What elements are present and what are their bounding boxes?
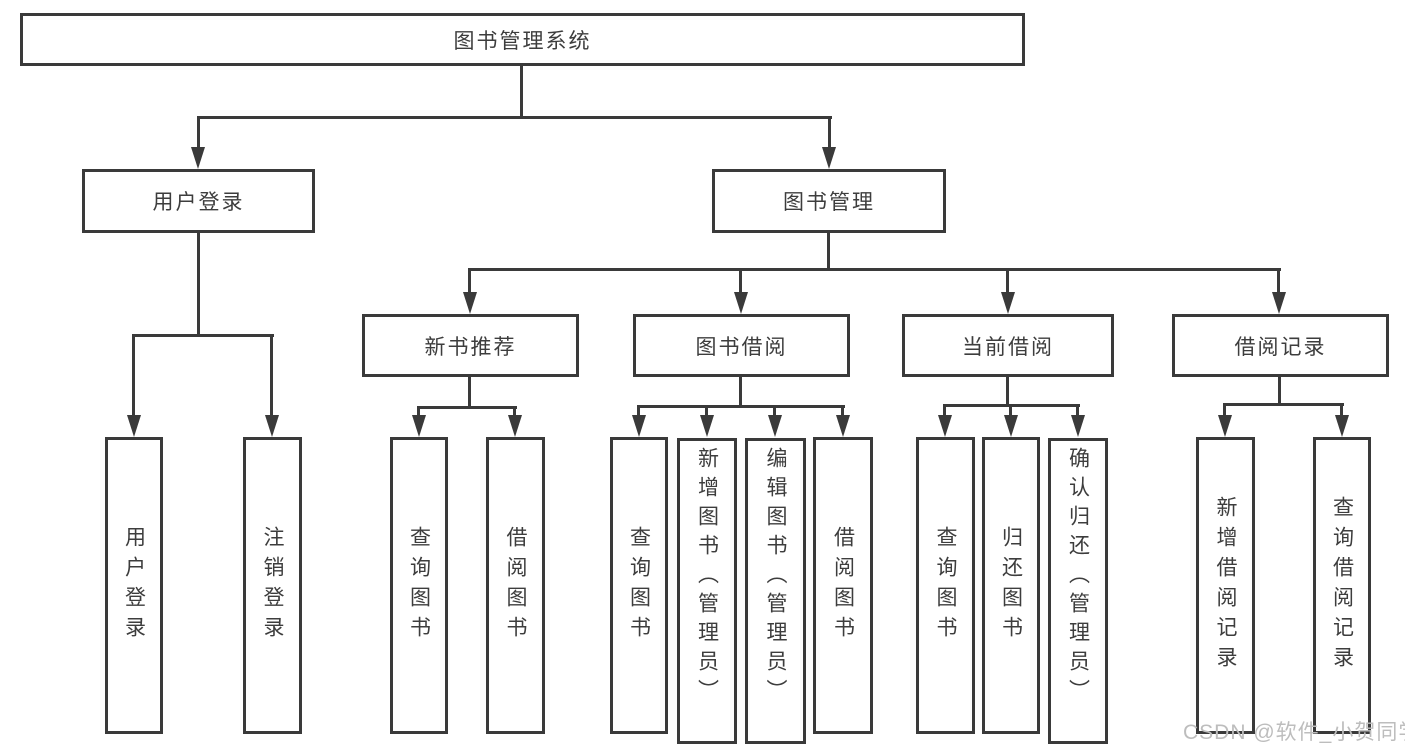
leaf-query-books-recommend: 查询图书 (390, 437, 448, 734)
arrow-down-icon (508, 415, 522, 437)
leaf-query-books-recommend-label: 查询图书 (407, 525, 431, 646)
connector-line (132, 334, 135, 417)
arrow-down-icon (127, 415, 141, 437)
leaf-borrow-books-borrowing: 借阅图书 (813, 437, 873, 734)
leaf-add-borrow-record-label: 新增借阅记录 (1214, 495, 1237, 676)
leaf-add-book-admin: 新增图书（管理员） (677, 438, 737, 744)
leaf-query-borrow-record: 查询借阅记录 (1313, 437, 1371, 734)
leaf-query-books-current-label: 查询图书 (934, 525, 957, 646)
connector-line (197, 116, 832, 119)
leaf-return-books: 归还图书 (982, 437, 1040, 734)
connector-line (270, 334, 273, 417)
node-current-borrowing-label: 当前借阅 (962, 335, 1054, 359)
leaf-return-books-label: 归还图书 (999, 525, 1023, 646)
leaf-add-book-admin-label: 新增图书（管理员） (695, 447, 719, 708)
connector-line (1009, 404, 1012, 418)
arrow-down-icon (836, 415, 850, 437)
arrow-down-icon (1004, 415, 1018, 437)
arrow-down-icon (768, 415, 782, 437)
leaf-query-books-borrowing-label: 查询图书 (627, 525, 651, 646)
connector-line (773, 405, 776, 418)
leaf-logout: 注销登录 (243, 437, 302, 734)
connector-line (417, 406, 420, 418)
leaf-borrow-books-recommend: 借阅图书 (486, 437, 545, 734)
node-root-label: 图书管理系统 (453, 29, 592, 53)
leaf-confirm-return-admin-label: 确认归还（管理员） (1066, 447, 1090, 708)
node-book-borrowing-label: 图书借阅 (695, 335, 788, 359)
connector-line (469, 268, 1281, 271)
node-user-login-label: 用户登录 (152, 191, 245, 214)
connector-line (739, 268, 742, 295)
node-borrow-records: 借阅记录 (1172, 314, 1389, 377)
leaf-query-books-current: 查询图书 (916, 437, 975, 734)
connector-line (637, 405, 640, 418)
node-new-book-recommend-label: 新书推荐 (424, 335, 517, 359)
connector-line (943, 404, 946, 418)
node-book-borrowing: 图书借阅 (633, 314, 850, 377)
connector-line (1076, 404, 1079, 418)
connector-line (637, 405, 845, 408)
connector-line (739, 375, 742, 408)
arrow-down-icon (265, 415, 279, 437)
leaf-logout-label: 注销登录 (261, 525, 284, 646)
arrow-down-icon (1272, 292, 1286, 314)
connector-line (827, 231, 830, 271)
connector-line (197, 231, 200, 337)
connector-line (1006, 268, 1009, 295)
arrow-down-icon (1335, 415, 1349, 437)
leaf-edit-book-admin: 编辑图书（管理员） (745, 438, 806, 744)
leaf-edit-book-admin-label: 编辑图书（管理员） (764, 447, 787, 708)
arrow-down-icon (822, 147, 836, 169)
arrow-down-icon (1001, 292, 1015, 314)
connector-line (520, 64, 523, 119)
arrow-down-icon (1071, 415, 1085, 437)
arrow-down-icon (700, 415, 714, 437)
node-current-borrowing: 当前借阅 (902, 314, 1114, 377)
connector-line (417, 406, 517, 409)
node-root: 图书管理系统 (20, 13, 1025, 66)
arrow-down-icon (1218, 415, 1232, 437)
arrow-down-icon (412, 415, 426, 437)
connector-line (132, 334, 274, 337)
connector-line (1278, 375, 1281, 406)
connector-line (705, 405, 708, 418)
node-new-book-recommend: 新书推荐 (362, 314, 579, 377)
arrow-down-icon (191, 147, 205, 169)
leaf-borrow-books-recommend-label: 借阅图书 (504, 525, 527, 646)
leaf-add-borrow-record: 新增借阅记录 (1196, 437, 1255, 734)
connector-line (1223, 403, 1344, 406)
connector-line (841, 405, 844, 418)
connector-line (468, 268, 471, 295)
connector-line (197, 116, 200, 149)
connector-line (828, 116, 831, 149)
connector-line (1223, 403, 1226, 418)
leaf-query-borrow-record-label: 查询借阅记录 (1330, 495, 1354, 676)
connector-line (1340, 403, 1343, 418)
arrow-down-icon (463, 292, 477, 314)
connector-line (468, 375, 471, 409)
leaf-user-login: 用户登录 (105, 437, 163, 734)
node-book-management: 图书管理 (712, 169, 946, 233)
node-user-login: 用户登录 (82, 169, 315, 233)
leaf-confirm-return-admin: 确认归还（管理员） (1048, 438, 1108, 744)
leaf-borrow-books-borrowing-label: 借阅图书 (831, 525, 855, 646)
arrow-down-icon (938, 415, 952, 437)
leaf-user-login-label: 用户登录 (122, 525, 146, 646)
node-borrow-records-label: 借阅记录 (1234, 335, 1327, 359)
connector-line (1277, 268, 1280, 295)
arrow-down-icon (632, 415, 646, 437)
node-book-management-label: 图书管理 (783, 191, 875, 214)
leaf-query-books-borrowing: 查询图书 (610, 437, 668, 734)
connector-line (513, 406, 516, 418)
connector-line (1006, 375, 1009, 407)
csdn-watermark: CSDN @软件_小贺同学 (1183, 721, 1405, 744)
arrow-down-icon (734, 292, 748, 314)
